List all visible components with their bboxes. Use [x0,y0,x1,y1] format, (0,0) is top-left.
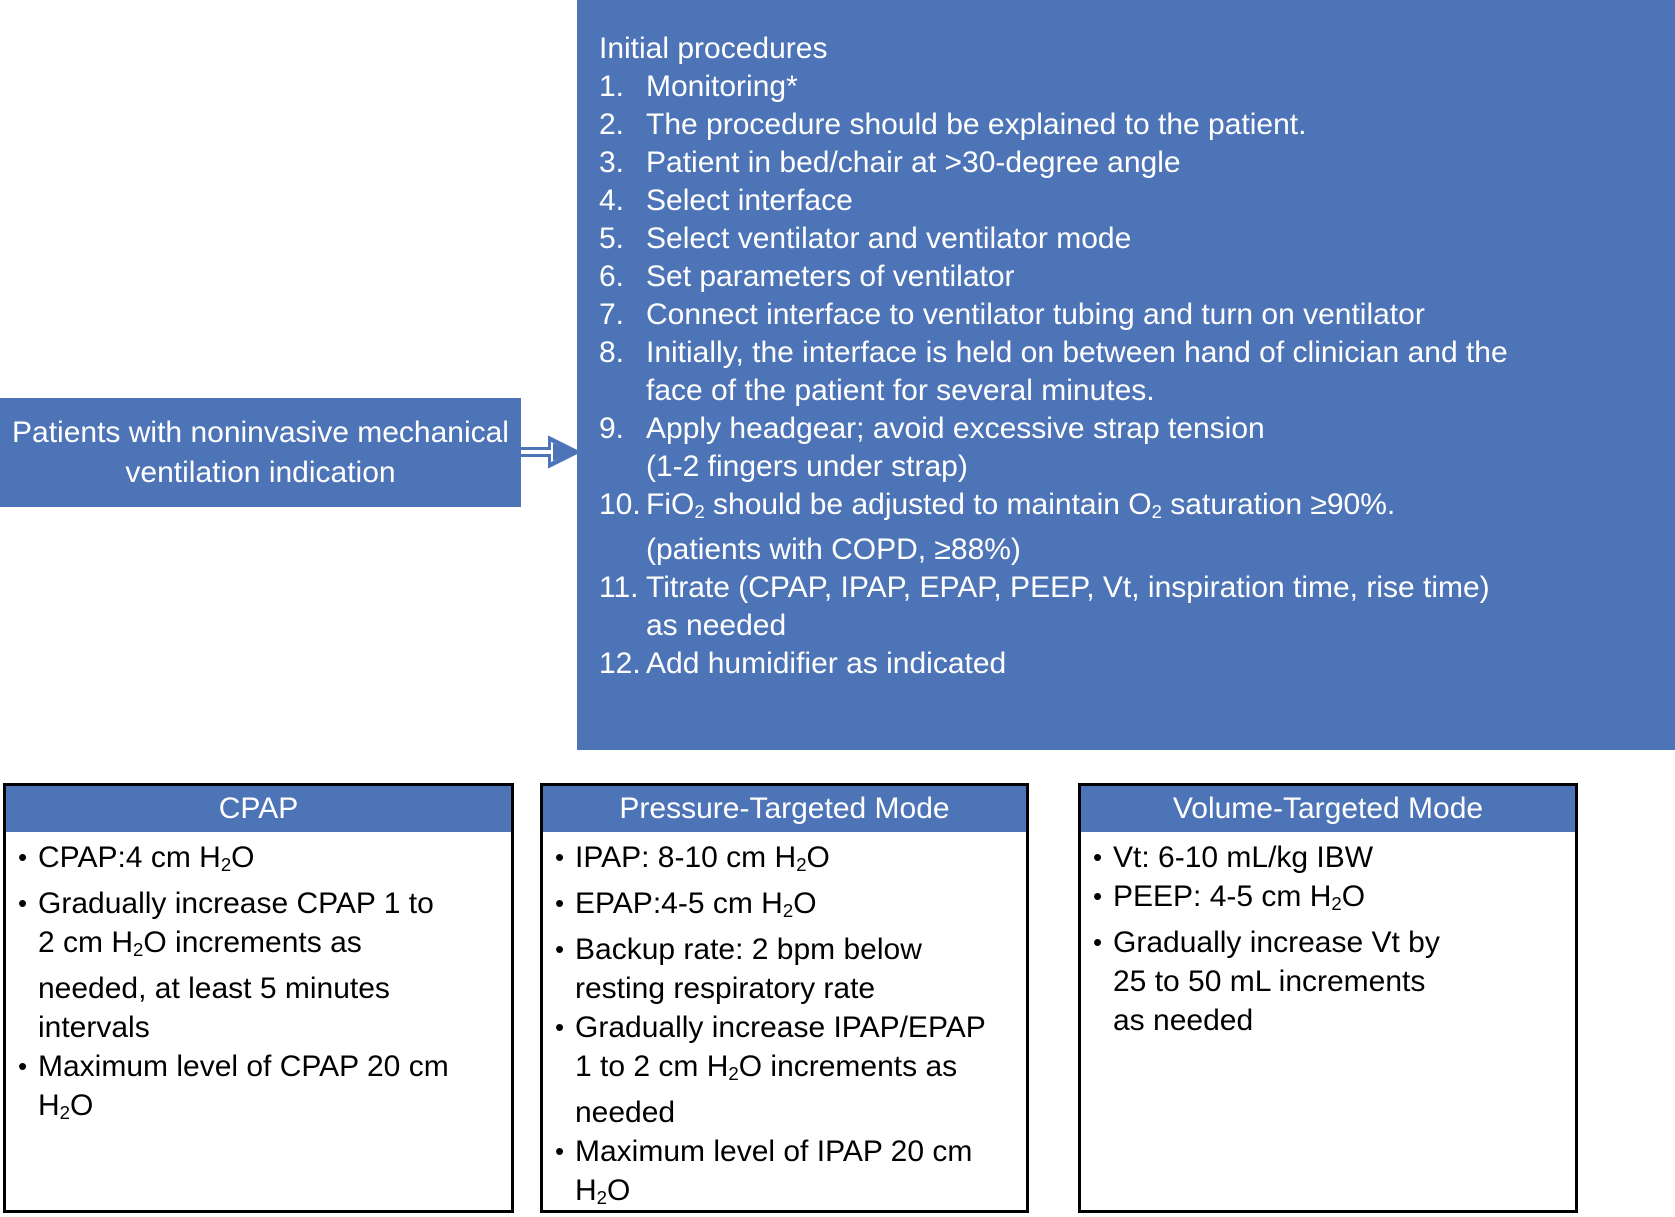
procedure-step: 12.Add humidifier as indicated [599,645,1657,683]
mode-card-pressure-targeted-list: • IPAP: 8-10 cm H2O • EPAP:4-5 cm H2O • Backu… [555,838,1016,1217]
mode-list-item: • PEEP: 4-5 cm H2O [1093,877,1565,923]
bullet-icon: • [1093,927,1103,958]
mode-card-pressure-targeted-header: Pressure-Targeted Mode [543,786,1026,832]
procedure-step: 2. The procedure should be explained to t… [599,106,1657,144]
bullet-icon: • [1093,881,1103,911]
initial-procedures-panel: Initial procedures 1. Monitoring* 2. The pr… [577,0,1675,750]
mode-card-cpap-body: • CPAP:4 cm H2O • Gradually increase CPAP 1… [6,832,511,1138]
procedure-step: 6. Set parameters of ventilator [599,258,1657,296]
mode-list-item: • EPAP:4-5 cm H2O [555,884,1016,930]
mode-card-volume-targeted: Volume-Targeted Mode • Vt: 6-10 mL/kg IBW… [1078,783,1578,1213]
mode-card-pressure-targeted-body: • IPAP: 8-10 cm H2O • EPAP:4-5 cm H2O • Backu… [543,832,1026,1217]
procedure-step-text: The procedure should be explained to the… [646,108,1307,141]
procedure-step: 3. Patient in bed/chair at >30-degree ang… [599,144,1657,182]
mode-card-cpap-header: CPAP [6,786,511,832]
procedure-step: 8. Initially, the interface is held on be… [599,334,1657,410]
bullet-icon: • [555,1012,565,1043]
procedure-step-text: Select ventilator and ventilator mode [646,222,1132,255]
mode-list-item-text: IPAP: 8-10 cm H2O [575,841,830,876]
procedure-step-number: 11. [599,571,639,605]
procedure-step-text: FiO2 should be adjusted to maintain O2 s… [646,488,1396,567]
procedure-step-text: Titrate (CPAP, IPAP, EPAP, PEEP, Vt, ins… [646,571,1490,643]
procedure-step-number: 2. [599,108,625,141]
bullet-icon: • [1093,842,1103,872]
bullet-icon: • [555,888,565,919]
mode-card-volume-targeted-header: Volume-Targeted Mode [1081,786,1575,832]
mode-list-item-text: EPAP:4-5 cm H2O [575,887,817,922]
procedure-step-number: 6. [599,260,625,293]
procedure-step-text: Initially, the interface is held on betw… [646,336,1508,407]
procedure-step: 1. Monitoring* [599,68,1657,106]
procedure-step: 4. Select interface [599,182,1657,220]
procedure-step: 5. Select ventilator and ventilator mode [599,220,1657,258]
mode-list-item: • CPAP:4 cm H2O [18,838,501,884]
procedure-step-number: 12. [599,647,641,681]
mode-list-item: • Vt: 6-10 mL/kg IBW [1093,838,1565,877]
procedure-step-number: 1. [599,70,625,103]
mode-card-volume-targeted-body: • Vt: 6-10 mL/kg IBW • PEEP: 4-5 cm H2O • Gra… [1081,832,1575,1046]
mode-card-pressure-targeted: Pressure-Targeted Mode • IPAP: 8-10 cm H2… [540,783,1029,1213]
mode-card-cpap-list: • CPAP:4 cm H2O • Gradually increase CPAP 1… [18,838,501,1132]
right-arrow-icon [518,425,582,480]
bullet-icon: • [555,934,565,965]
procedure-step-number: 4. [599,184,625,217]
procedure-step-number: 5. [599,222,625,255]
procedure-step: 10.FiO2 should be adjusted to maintain O… [599,486,1657,569]
mode-list-item: • IPAP: 8-10 cm H2O [555,838,1016,884]
procedures-title: Initial procedures [599,32,828,65]
procedure-step: 9. Apply headgear; avoid excessive strap … [599,410,1657,486]
source-node-patients-with-nmv-indication: Patients with noninvasive mechanical ven… [0,398,521,507]
bullet-icon: • [18,842,28,872]
procedure-step-number: 9. [599,412,625,445]
procedure-step-number: 3. [599,146,625,179]
procedure-step: 11.Titrate (CPAP, IPAP, EPAP, PEEP, Vt, … [599,569,1657,645]
procedure-step-text: Patient in bed/chair at >30-degree angle [646,146,1181,179]
procedure-step-text: Connect interface to ventilator tubing a… [646,298,1425,331]
procedure-step-text: Set parameters of ventilator [646,260,1015,293]
bullet-icon: • [555,1136,565,1167]
mode-card-cpap: CPAP • CPAP:4 cm H2O • Gradually increase C… [3,783,514,1213]
procedure-step-number: 7. [599,298,625,331]
bullet-icon: • [18,1051,28,1082]
procedure-step-text: Apply headgear; avoid excessive strap te… [646,412,1265,483]
procedure-step-text: Select interface [646,184,853,217]
mode-list-item-text: PEEP: 4-5 cm H2O [1113,880,1366,915]
mode-list-item-text: CPAP:4 cm H2O [38,841,255,876]
procedure-step-text: Add humidifier as indicated [646,647,1007,681]
bullet-icon: • [555,842,565,872]
mode-card-volume-targeted-list: • Vt: 6-10 mL/kg IBW • PEEP: 4-5 cm H2O • Gra… [1093,838,1565,1040]
procedure-step-number: 10. [599,488,641,521]
procedure-step: 7. Connect interface to ventilator tubing… [599,296,1657,334]
source-node-label: Patients with noninvasive mechanical ven… [12,415,509,489]
bullet-icon: • [18,888,28,919]
procedure-step-text: Monitoring* [646,70,798,103]
mode-list-item-text: Vt: 6-10 mL/kg IBW [1113,841,1374,874]
procedures-list: 1. Monitoring* 2. The procedure should be e… [599,68,1657,683]
procedure-step-number: 8. [599,336,625,369]
